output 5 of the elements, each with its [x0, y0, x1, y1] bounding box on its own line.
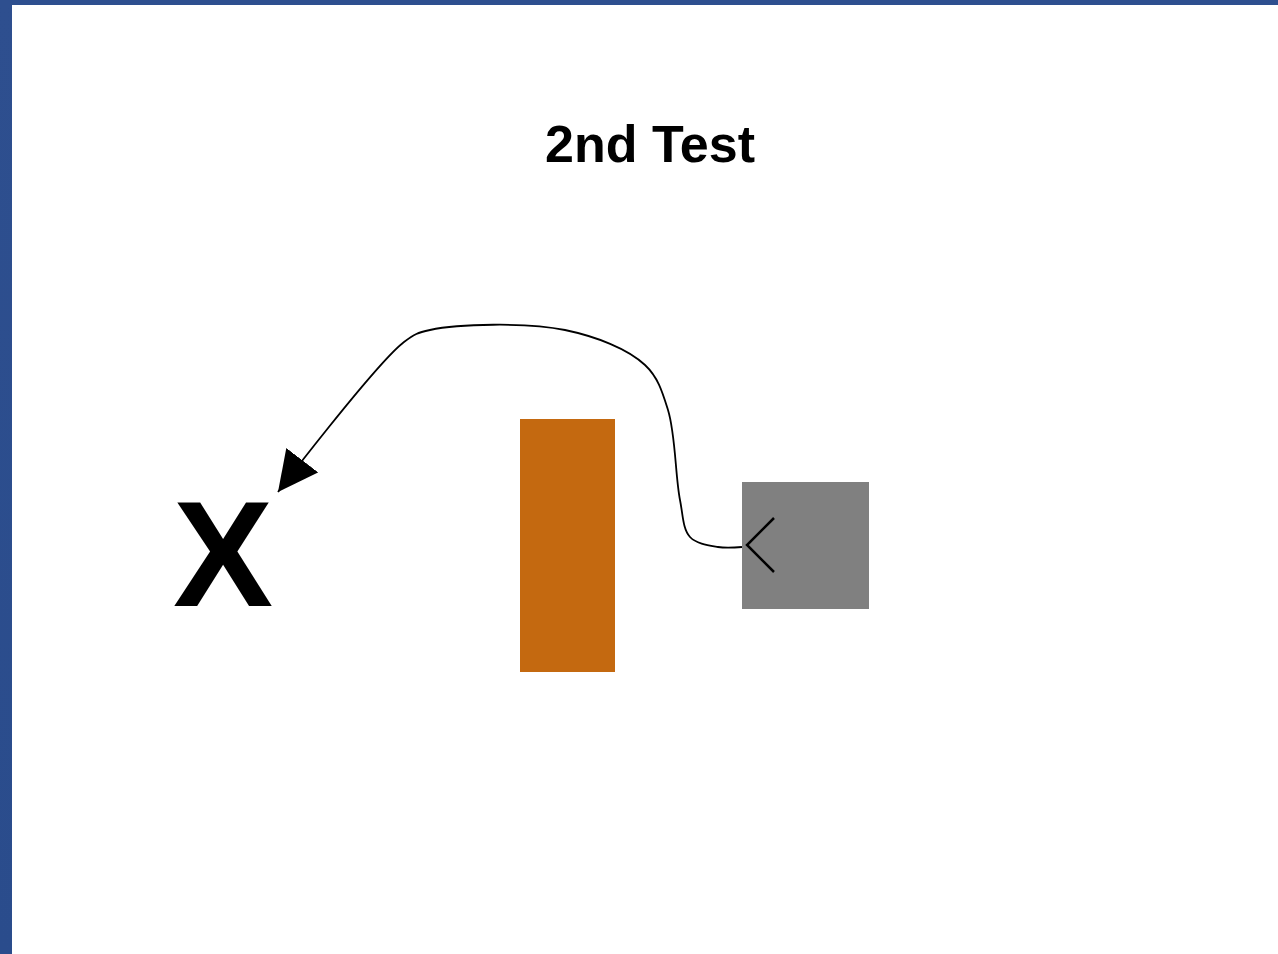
square-box — [742, 482, 869, 609]
node-label: X — [171, 492, 275, 616]
diagram-title: 2nd Test — [544, 114, 756, 175]
bar-shape — [520, 419, 615, 672]
curved-arrow — [277, 323, 743, 549]
